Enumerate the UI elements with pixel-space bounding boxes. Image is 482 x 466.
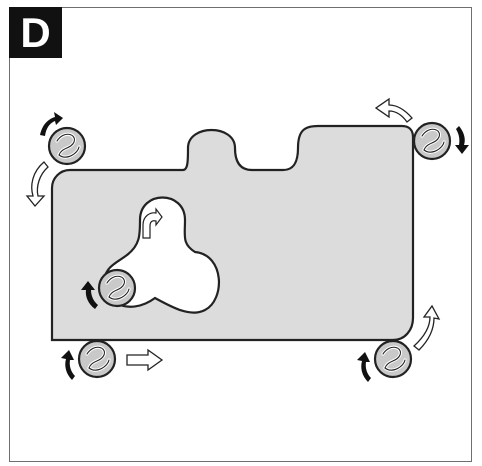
rotation-arrow-bottom-right-icon — [357, 352, 371, 382]
cutter-top-left-icon — [47, 126, 87, 166]
feed-arrow-top-right-icon — [374, 97, 413, 123]
rotation-arrow-bottom-left-icon — [61, 350, 75, 380]
cutter-bottom-right-icon — [373, 339, 413, 379]
feed-arrow-bottom-right-icon — [412, 304, 441, 351]
cutter-bottom-left-icon — [77, 339, 117, 379]
workpiece-board — [50, 124, 415, 342]
feed-arrow-left-side-icon — [25, 161, 49, 208]
cutter-interior-icon — [97, 268, 137, 308]
cutter-top-right-icon — [412, 121, 452, 161]
feed-arrow-cutout — [142, 207, 163, 239]
rotation-arrow-top-left-icon — [40, 112, 63, 136]
panel-label-box: D — [9, 7, 62, 58]
panel-label: D — [20, 8, 51, 56]
rotation-arrow-interior-icon — [81, 281, 98, 309]
feed-arrow-bottom-left-icon — [126, 348, 164, 372]
rotation-arrow-top-right-icon — [455, 126, 469, 154]
